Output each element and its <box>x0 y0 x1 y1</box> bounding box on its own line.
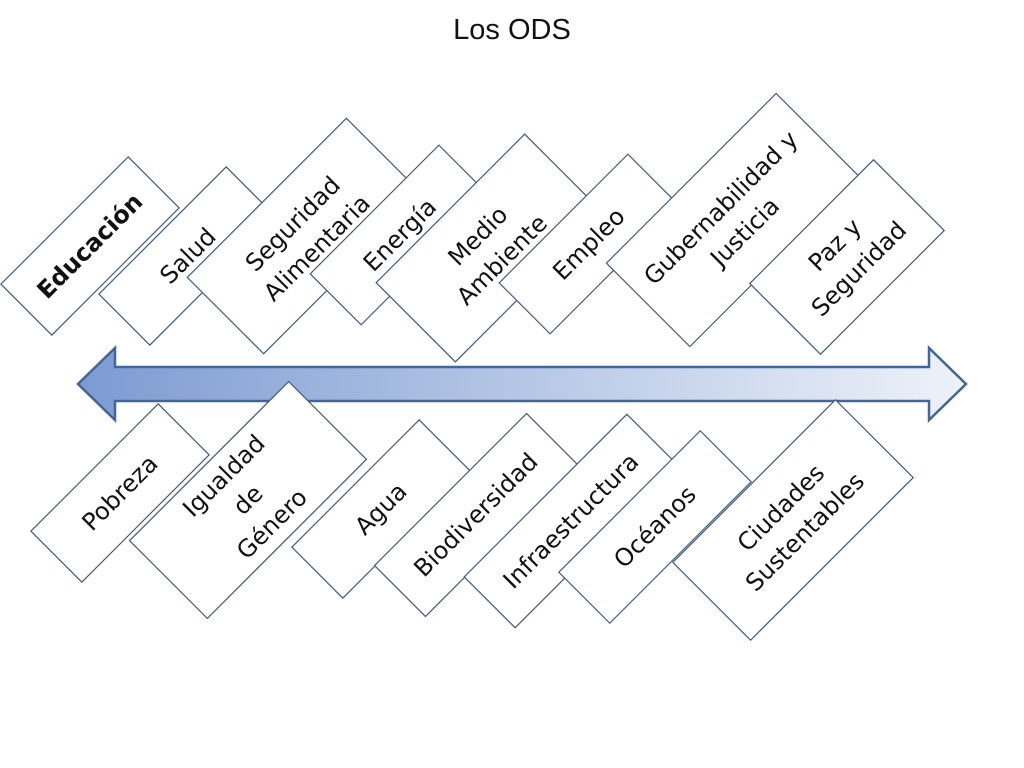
goal-box-frame <box>671 398 915 642</box>
goal-box-frame <box>30 403 210 583</box>
goal-box-frame <box>128 380 368 620</box>
goal-box-frame <box>0 156 180 336</box>
diagram-title: Los ODS <box>453 14 571 46</box>
goal-box-agua: Agua <box>291 419 471 599</box>
goal-box-frame <box>748 158 946 356</box>
double-headed-arrow <box>76 345 968 423</box>
goal-box-frame <box>557 429 753 625</box>
goal-box-oceanos: Océanos <box>557 429 753 625</box>
